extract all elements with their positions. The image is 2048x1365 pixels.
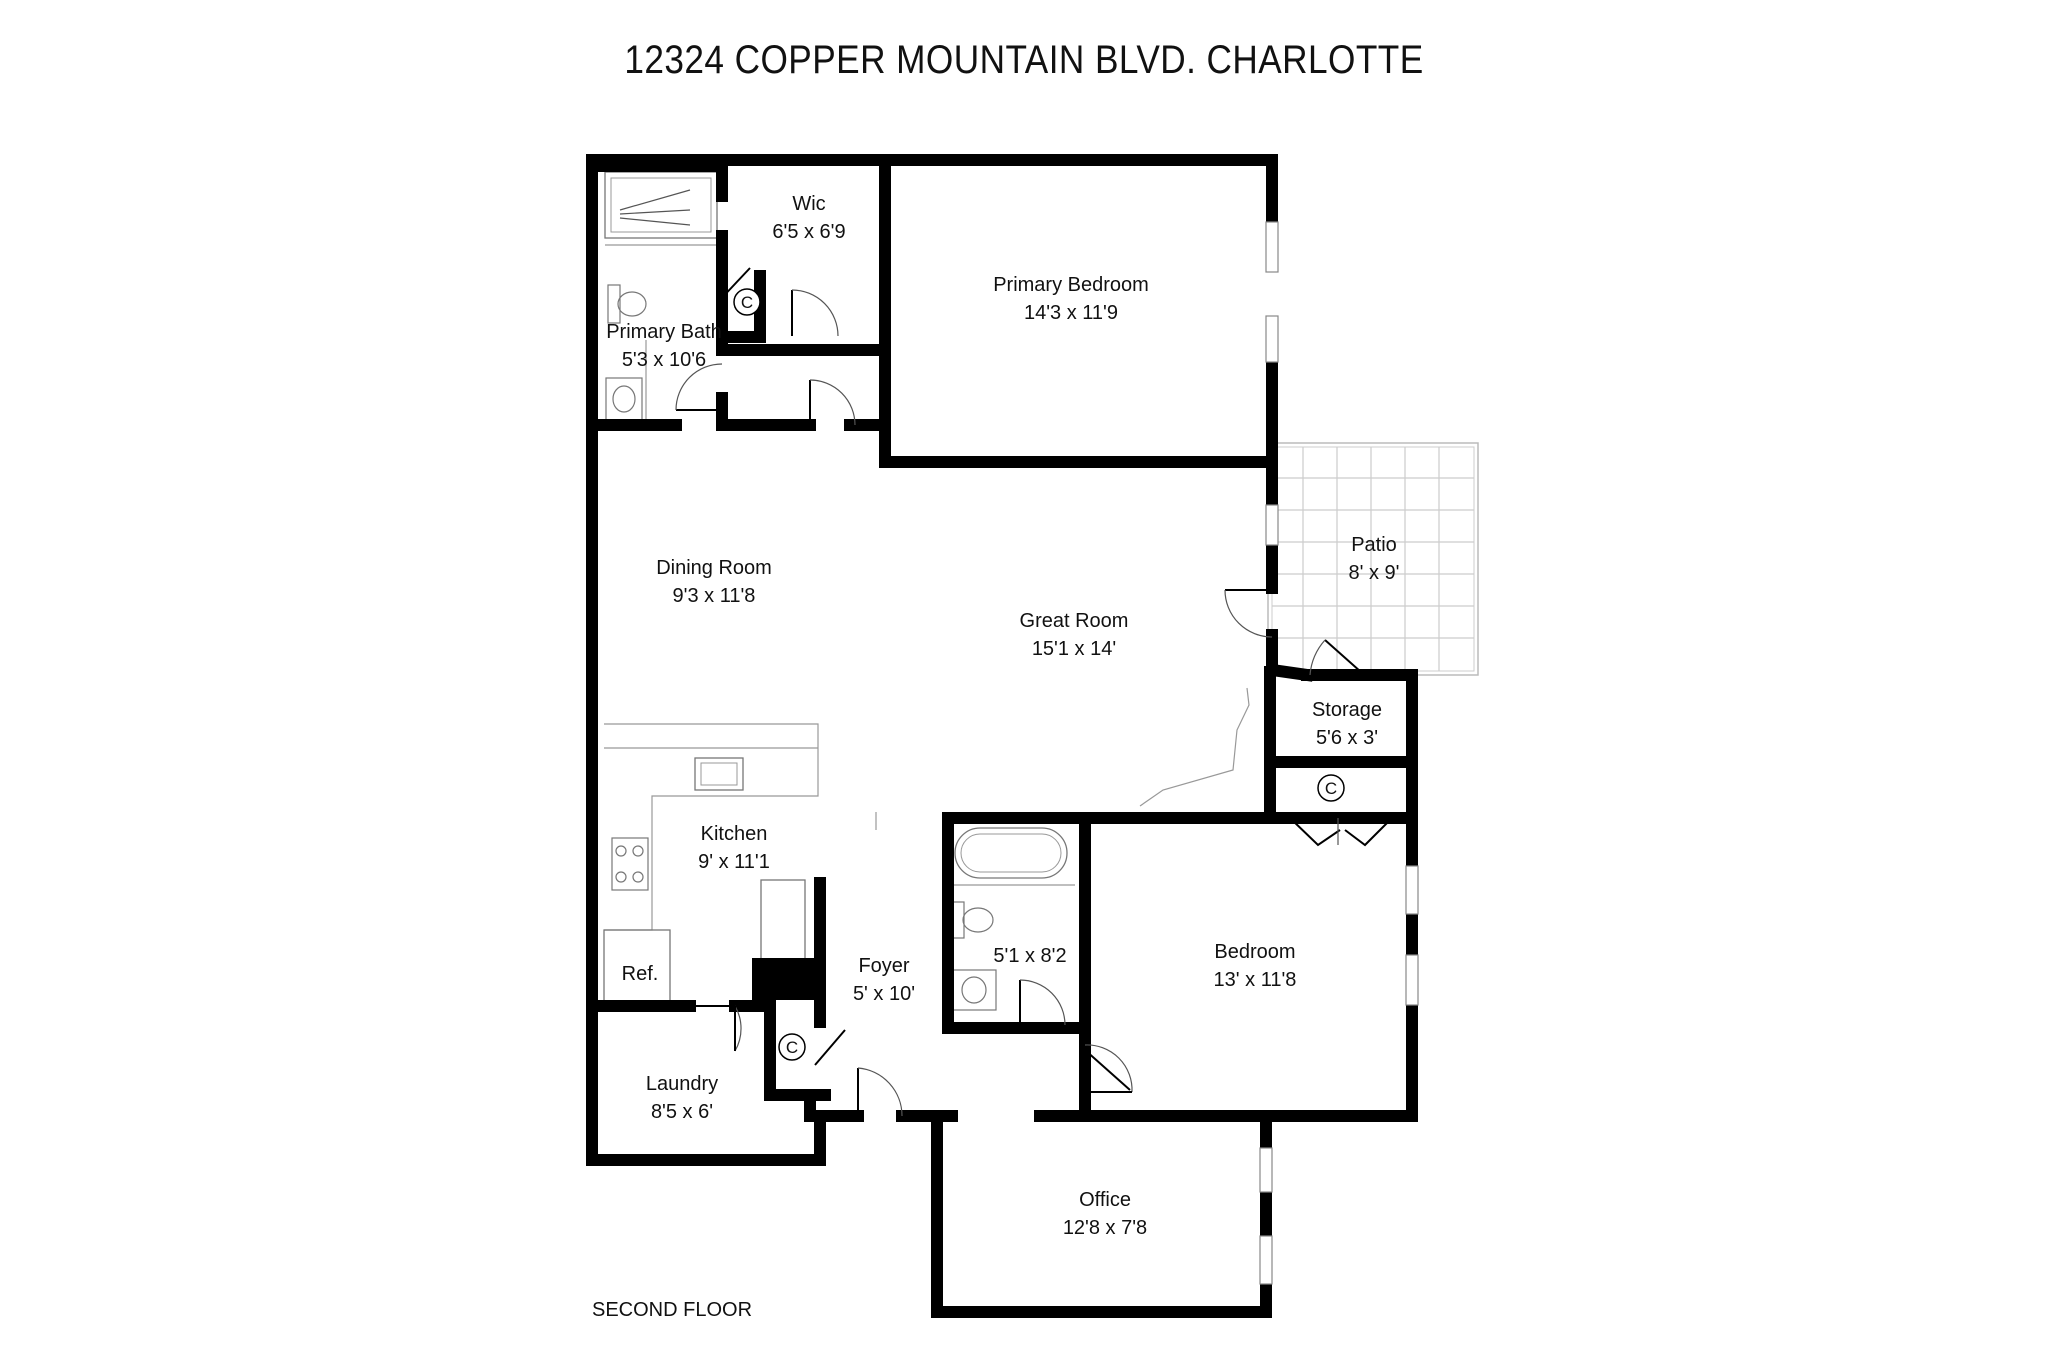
second-bath-fixtures	[948, 827, 1075, 1011]
room-name-primary-bath: Primary Bath	[606, 321, 722, 343]
page-title: 12324 COPPER MOUNTAIN BLVD. CHARLOTTE	[624, 38, 1424, 82]
angled-counter	[1139, 687, 1250, 807]
room-name-bedroom: Bedroom	[1214, 941, 1295, 963]
closet-marker-primary: C	[741, 293, 753, 312]
room-size-patio: 8' x 9'	[1349, 562, 1400, 584]
room-size-bedroom: 13' x 11'8	[1214, 969, 1297, 991]
floor-label: SECOND FLOOR	[592, 1299, 752, 1321]
room-size-laundry: 8'5 x 6'	[651, 1101, 713, 1123]
room-size-kitchen: 9' x 11'1	[698, 851, 770, 873]
room-name-laundry: Laundry	[646, 1073, 718, 1095]
room-name-primary-bedroom: Primary Bedroom	[993, 274, 1149, 296]
room-size-foyer: 5' x 10'	[853, 983, 915, 1005]
room-size-wic: 6'5 x 6'9	[772, 221, 845, 243]
room-labels: Wic 6'5 x 6'9 Primary Bedroom 14'3 x 11'…	[592, 193, 1400, 1321]
room-name-patio: Patio	[1351, 534, 1397, 556]
room-size-great-room: 15'1 x 14'	[1032, 638, 1116, 660]
windows	[1259, 221, 1419, 1285]
primary-bath-fixtures	[604, 171, 718, 425]
room-size-primary-bedroom: 14'3 x 11'9	[1024, 302, 1118, 324]
closet-markers: C C C	[733, 288, 1345, 1061]
room-name-wic: Wic	[792, 193, 825, 215]
closet-marker-bedroom: C	[1325, 779, 1337, 798]
room-size-primary-bath: 5'3 x 10'6	[622, 349, 706, 371]
room-name-dining-room: Dining Room	[656, 557, 772, 579]
patio-tiles	[1267, 442, 1479, 676]
room-name-foyer: Foyer	[858, 955, 909, 977]
room-name-office: Office	[1079, 1189, 1131, 1211]
kitchen-counters	[603, 723, 877, 1003]
room-name-great-room: Great Room	[1020, 610, 1129, 632]
room-name-kitchen: Kitchen	[701, 823, 768, 845]
room-size-office: 12'8 x 7'8	[1063, 1217, 1147, 1239]
closet-marker-foyer: C	[786, 1038, 798, 1057]
doors	[675, 267, 1393, 1117]
room-size-storage: 5'6 x 3'	[1316, 727, 1378, 749]
room-size-bath-2: 5'1 x 8'2	[993, 945, 1066, 967]
room-name-storage: Storage	[1312, 699, 1382, 721]
room-size-dining-room: 9'3 x 11'8	[673, 585, 756, 607]
refrigerator-label: Ref.	[622, 963, 659, 985]
